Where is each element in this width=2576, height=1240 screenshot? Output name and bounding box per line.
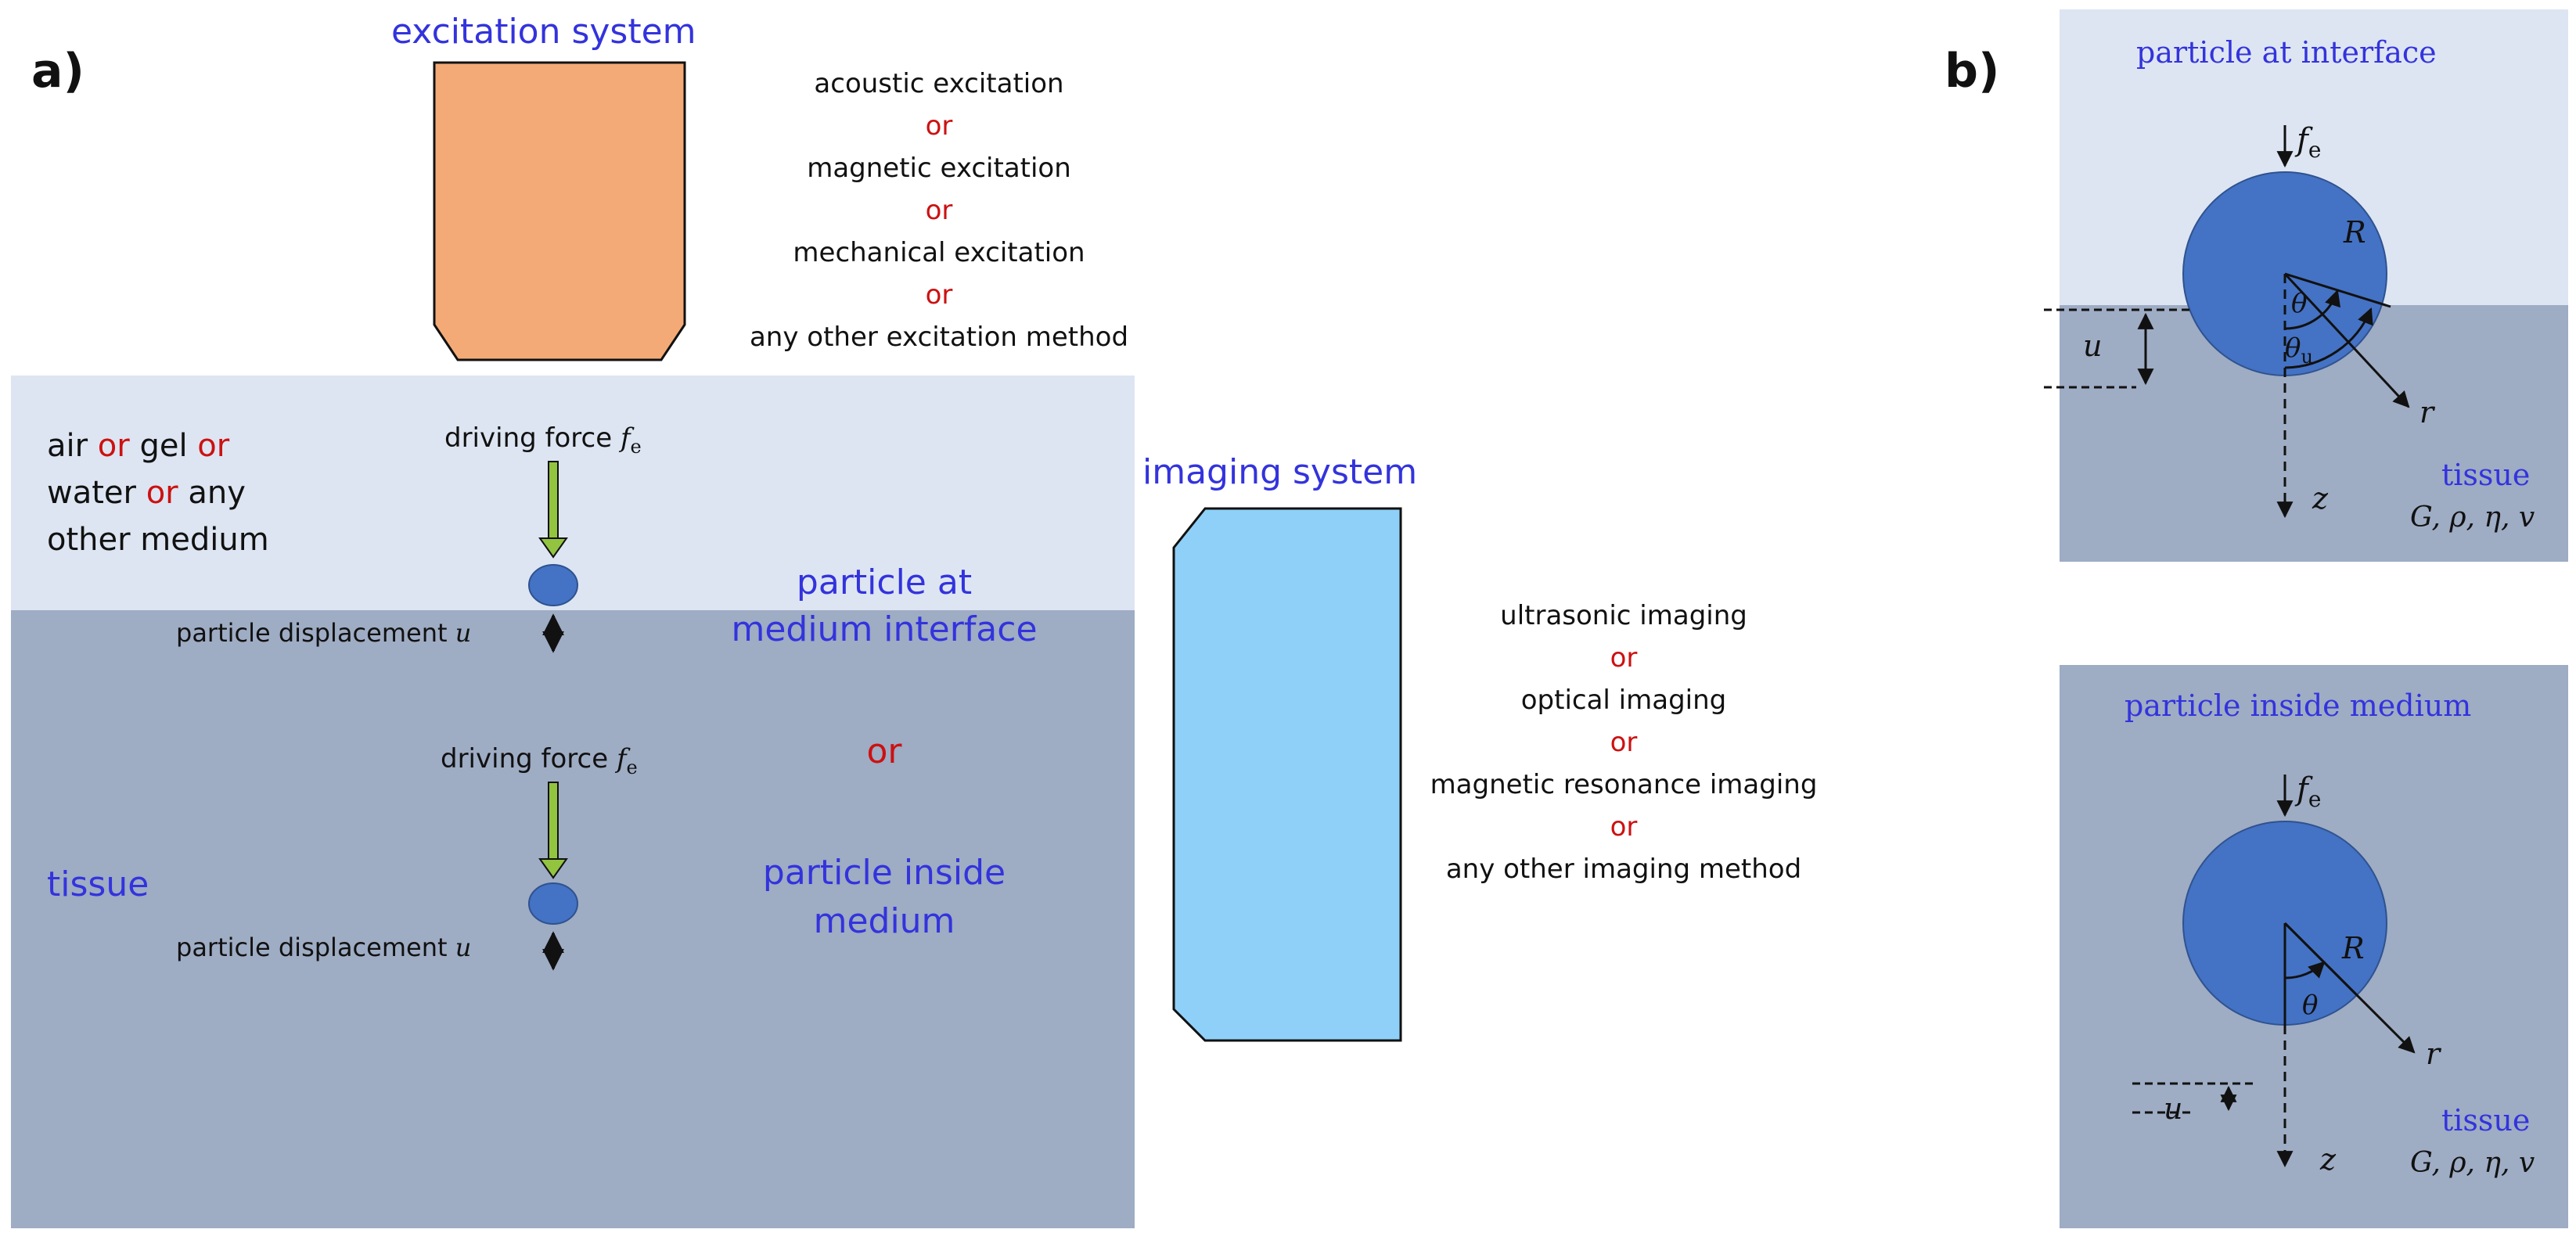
particle-displacement-label-bottom: particle displacement u xyxy=(176,933,471,962)
imaging-transducer xyxy=(1172,507,1402,1042)
b-top-title: particle at interface xyxy=(2136,35,2437,70)
driving-force-arrow-bottom xyxy=(538,782,568,879)
b-bottom-f-symbol: f xyxy=(2297,771,2308,807)
b-bottom-title: particle inside medium xyxy=(2124,688,2472,723)
theta-arc-b-top xyxy=(2284,289,2341,330)
theta-u-arc-b-top xyxy=(2284,307,2373,369)
medium-or-3: or xyxy=(146,475,178,511)
b-top-f-subscript: e xyxy=(2308,137,2322,163)
imaging-or-2: or xyxy=(1610,727,1638,758)
b-top-theta-label: θ xyxy=(2291,288,2308,319)
r-arrow-b-bottom xyxy=(2283,922,2416,1054)
b-bottom-f-subscript: e xyxy=(2308,786,2322,812)
excitation-method-1: acoustic excitation xyxy=(814,68,1064,99)
medium-water: water xyxy=(47,475,136,511)
particle-inside-line1: particle inside xyxy=(762,853,1006,893)
imaging-or-3: or xyxy=(1610,811,1638,843)
medium-layer xyxy=(11,376,1135,610)
r-arrow-b-top xyxy=(2283,272,2410,408)
b-bottom-force-label: fe xyxy=(2297,771,2321,813)
medium-air: air xyxy=(47,428,88,464)
b-top-theta-u-symbol: θ xyxy=(2285,332,2301,364)
b-bottom-R-label: R xyxy=(2342,931,2365,965)
medium-gel: gel xyxy=(139,428,188,464)
excitation-method-4: any other excitation method xyxy=(749,322,1129,353)
particle-displacement-text-bottom: particle displacement xyxy=(176,933,448,962)
b-top-r-label: r xyxy=(2419,395,2434,430)
b-top-R-label: R xyxy=(2344,215,2366,250)
excitation-system-title: excitation system xyxy=(391,12,696,52)
b-top-f-symbol: f xyxy=(2297,122,2308,158)
or-3: or xyxy=(925,279,953,311)
b-bottom-theta-label: θ xyxy=(2302,990,2319,1021)
imaging-system-title: imaging system xyxy=(1142,452,1418,492)
imaging-method-1: ultrasonic imaging xyxy=(1500,600,1747,631)
or-between-cases: or xyxy=(866,731,902,771)
theta-arc-b-bottom xyxy=(2284,961,2326,979)
b-top-u-label: u xyxy=(2083,329,2103,363)
imaging-method-4: any other imaging method xyxy=(1445,854,1802,885)
particle-at-interface-line2: medium interface xyxy=(731,609,1038,649)
particle-at-interface-line1: particle at xyxy=(796,562,973,602)
b-top-theta-u-label: θu xyxy=(2285,332,2313,368)
or-1: or xyxy=(925,110,953,142)
medium-other: other medium xyxy=(47,522,269,558)
driving-force-label-bottom: driving force fe xyxy=(441,743,638,779)
driving-force-arrow-top xyxy=(538,461,568,559)
or-2: or xyxy=(925,195,953,226)
particle-displacement-label-top: particle displacement u xyxy=(176,618,471,648)
b-top-tissue-label: tissue xyxy=(2441,458,2531,492)
excitation-method-2: magnetic excitation xyxy=(807,153,1071,184)
imaging-method-2: optical imaging xyxy=(1520,685,1727,716)
driving-force-text-top: driving force xyxy=(444,422,613,454)
imaging-method-3: magnetic resonance imaging xyxy=(1430,769,1818,800)
driving-force-label-top: driving force fe xyxy=(444,422,642,458)
b-bottom-params: G, ρ, η, v xyxy=(2410,1147,2535,1179)
medium-or-1: or xyxy=(97,428,130,464)
tissue-label-a: tissue xyxy=(47,864,149,904)
f-symbol-top: f xyxy=(620,422,631,454)
f-subscript-top: e xyxy=(630,435,642,458)
particle-at-interface-label: particle at medium interface xyxy=(689,559,1080,653)
particle-inside-line2: medium xyxy=(813,901,955,941)
tissue-layer xyxy=(11,610,1135,1228)
imaging-or-1: or xyxy=(1610,642,1638,674)
b-bottom-r-label: r xyxy=(2426,1037,2441,1071)
b-bottom-z-label: z xyxy=(2320,1142,2337,1177)
panel-b-bottom xyxy=(2060,665,2568,1228)
panel-b-label: b) xyxy=(1945,44,2000,99)
particle-at-interface xyxy=(528,564,578,606)
b-top-z-label: z xyxy=(2312,481,2329,516)
medium-or-2: or xyxy=(197,428,230,464)
panel-b-top xyxy=(2044,9,2568,562)
u-symbol-bottom: u xyxy=(455,933,472,962)
particle-displacement-text-top: particle displacement xyxy=(176,618,448,648)
medium-any: any xyxy=(188,475,246,511)
excitation-methods-list: acoustic excitation or magnetic excitati… xyxy=(743,63,1135,358)
b-top-theta-u-subscript: u xyxy=(2301,345,2313,368)
excitation-transducer xyxy=(433,61,686,361)
excitation-method-3: mechanical excitation xyxy=(793,237,1085,268)
b-bottom-u-label: u xyxy=(2164,1091,2183,1126)
medium-description: air or gel or water or any other medium xyxy=(47,422,269,563)
b-bottom-tissue-label: tissue xyxy=(2441,1103,2531,1138)
imaging-methods-list: ultrasonic imaging or optical imaging or… xyxy=(1409,595,1839,890)
f-symbol-bottom: f xyxy=(616,743,627,775)
f-subscript-bottom: e xyxy=(626,756,638,778)
particle-inside-medium xyxy=(528,882,578,925)
b-top-force-label: fe xyxy=(2297,121,2321,164)
u-symbol-top: u xyxy=(455,618,472,648)
particle-inside-medium-label: particle inside medium xyxy=(689,849,1080,946)
driving-force-text-bottom: driving force xyxy=(441,743,609,775)
b-top-params: G, ρ, η, v xyxy=(2410,501,2535,534)
panel-a-label: a) xyxy=(31,44,85,99)
